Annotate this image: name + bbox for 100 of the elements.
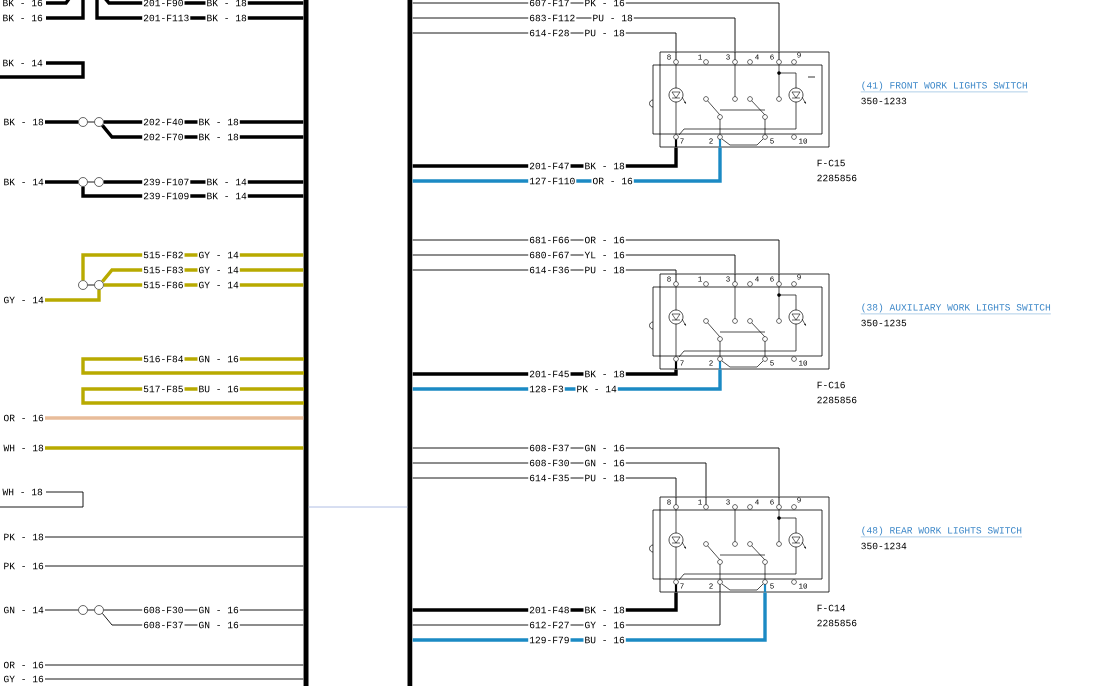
wire-label: BK - 18 xyxy=(197,117,240,127)
part-number: 350-1234 xyxy=(861,542,907,550)
wire xyxy=(45,120,79,124)
wire-label: 239-F109 xyxy=(142,191,191,201)
wire-label: GN - 14 xyxy=(2,605,45,615)
wire-label: 515-F83 xyxy=(142,265,185,275)
wire-label: GY - 16 xyxy=(583,620,626,630)
wire-label: 201-F48 xyxy=(528,605,571,615)
wire-label: BK - 18 xyxy=(205,0,248,8)
wire-label: PK - 16 xyxy=(583,0,626,8)
wire xyxy=(87,609,95,611)
wire-label: 607-F17 xyxy=(528,0,571,8)
wire-label: 614-F35 xyxy=(528,473,571,483)
wire xyxy=(87,181,95,183)
wire-label: BK - 14 xyxy=(205,191,248,201)
wire-label: PK - 18 xyxy=(2,532,45,542)
wire xyxy=(45,180,79,184)
wire-label: 201-F113 xyxy=(142,13,191,23)
wire-label: BK - 18 xyxy=(2,117,45,127)
wire-label: BK - 16 xyxy=(1,13,44,23)
wire-label: 239-F107 xyxy=(142,177,191,187)
wire-label: GN - 16 xyxy=(583,458,626,468)
wire-label: BK - 14 xyxy=(205,177,248,187)
wire-label: GY - 14 xyxy=(197,265,240,275)
wire-label: BK - 14 xyxy=(2,177,45,187)
wire-label: GY - 16 xyxy=(2,674,45,684)
connector-name: F-C16 xyxy=(817,381,845,389)
wire-label: BK - 18 xyxy=(583,161,626,171)
wire-label: 680-F67 xyxy=(528,250,571,260)
wire xyxy=(87,284,95,286)
wire-label: GY - 14 xyxy=(2,295,45,305)
wire-label: GY - 14 xyxy=(197,280,240,290)
wire xyxy=(44,609,79,611)
wire-label: PU - 18 xyxy=(583,28,626,38)
wire xyxy=(44,536,304,538)
wire-label: 127-F110 xyxy=(528,176,577,186)
wire-label: PK - 14 xyxy=(575,384,618,394)
connector-name: F-C14 xyxy=(817,604,845,612)
bus-bar xyxy=(407,0,413,686)
wire-label: BK - 18 xyxy=(583,369,626,379)
part-number: 350-1235 xyxy=(861,319,907,327)
wire xyxy=(87,121,95,123)
wire xyxy=(45,289,101,302)
wire-label: 608-F37 xyxy=(142,620,185,630)
wire-label: 614-F28 xyxy=(528,28,571,38)
wire-label: 608-F30 xyxy=(528,458,571,468)
wire-label: OR - 16 xyxy=(2,413,45,423)
wire-label: GN - 16 xyxy=(197,354,240,364)
wire xyxy=(308,506,408,508)
wire-label: OR - 16 xyxy=(2,660,45,670)
connector-name: F-C15 xyxy=(817,159,845,167)
wire-label: BK - 14 xyxy=(1,58,44,68)
wire-label: YL - 16 xyxy=(583,250,626,260)
wire-label: 614-F36 xyxy=(528,265,571,275)
wire-label: 515-F82 xyxy=(142,250,185,260)
wire-label: 201-F47 xyxy=(528,161,571,171)
wire-label: BK - 18 xyxy=(583,605,626,615)
wire-label: PU - 18 xyxy=(591,13,634,23)
part-number: 350-1233 xyxy=(861,97,907,105)
wire xyxy=(44,565,304,567)
wire-label: GN - 16 xyxy=(197,605,240,615)
wire-label: GY - 14 xyxy=(197,250,240,260)
wire-label: 128-F3 xyxy=(528,384,565,394)
wire-label: BK - 16 xyxy=(1,0,44,8)
wire-label: PK - 16 xyxy=(2,561,45,571)
wire xyxy=(45,446,304,450)
wire-label: 681-F66 xyxy=(528,235,571,245)
wire-label: BU - 16 xyxy=(197,384,240,394)
wire-label: GN - 16 xyxy=(583,443,626,453)
switch-title-link: (41) FRONT WORK LIGHTS SWITCH xyxy=(860,81,1028,93)
wire-label: OR - 16 xyxy=(583,235,626,245)
wire-label: 608-F30 xyxy=(142,605,185,615)
wire-label: BU - 16 xyxy=(583,635,626,645)
switch-title-link: (38) AUXILIARY WORK LIGHTS SWITCH xyxy=(860,303,1051,315)
wire-label: WH - 18 xyxy=(2,443,45,453)
wire-label: 515-F86 xyxy=(142,280,185,290)
wire-label: 201-F45 xyxy=(528,369,571,379)
wire-label: PU - 18 xyxy=(583,473,626,483)
switch-title-link: (48) REAR WORK LIGHTS SWITCH xyxy=(860,526,1023,538)
wire-label: GN - 16 xyxy=(197,620,240,630)
part-number: 2285856 xyxy=(817,396,857,404)
wire-label: BK - 18 xyxy=(205,13,248,23)
wire-label: PU - 18 xyxy=(583,265,626,275)
wire-label: 202-F70 xyxy=(142,132,185,142)
wire-label: 202-F40 xyxy=(142,117,185,127)
wire xyxy=(45,416,304,420)
wire-label: 683-F112 xyxy=(528,13,577,23)
wire-label: WH - 18 xyxy=(1,487,44,497)
wire-label: OR - 16 xyxy=(591,176,634,186)
wire-label: 129-F79 xyxy=(528,635,571,645)
wire-label: BK - 18 xyxy=(197,132,240,142)
wire xyxy=(44,678,304,680)
bus-bar xyxy=(303,0,309,686)
wire-label: 516-F84 xyxy=(142,354,185,364)
part-number: 2285856 xyxy=(817,619,857,627)
part-number: 2285856 xyxy=(817,174,857,182)
wire-label: 612-F27 xyxy=(528,620,571,630)
wire-label: 608-F37 xyxy=(528,443,571,453)
wire xyxy=(44,664,304,666)
wire-label: 517-F85 xyxy=(142,384,185,394)
